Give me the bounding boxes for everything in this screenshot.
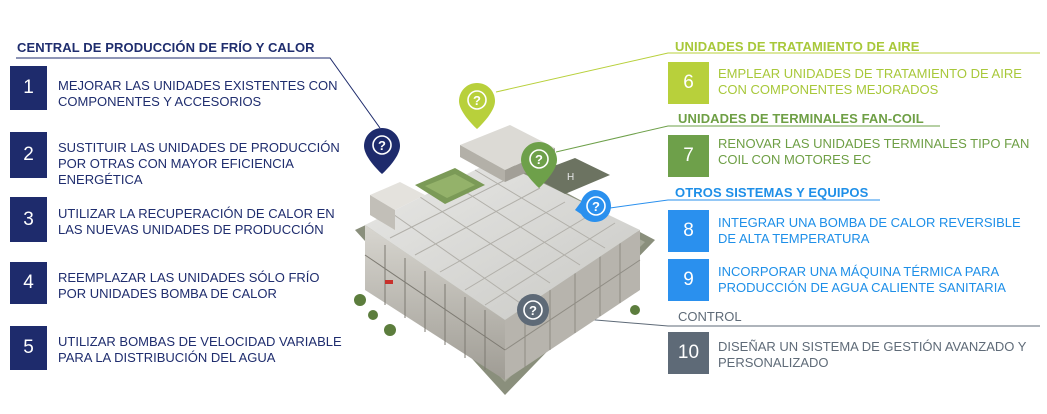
item-4-text: REEMPLAZAR LAS UNIDADES SÓLO FRÍO POR UN…	[58, 270, 320, 301]
svg-text:?: ?	[529, 303, 537, 318]
item-10-text: DISEÑAR UN SISTEMA DE GESTIÓN AVANZADO Y…	[718, 339, 1027, 370]
navy-pin[interactable]: ?	[364, 128, 400, 174]
svg-text:H: H	[567, 172, 574, 183]
item-9-number: 9	[668, 259, 709, 301]
item-1-number: 1	[10, 66, 47, 110]
grey-pin[interactable]: ?	[516, 293, 550, 327]
item-6-text: EMPLEAR UNIDADES DE TRATAMIENTO DE AIRE …	[718, 66, 1022, 97]
item-4-number: 4	[10, 262, 47, 304]
item-3-number: 3	[10, 197, 47, 242]
item-5-number: 5	[10, 326, 47, 370]
item-3-text: UTILIZAR LA RECUPERACIÓN DE CALOR EN LAS…	[58, 206, 335, 237]
lime-pin[interactable]: ?	[459, 83, 495, 129]
question-icon: ?	[467, 90, 487, 110]
item-7-number: 7	[668, 135, 709, 177]
control-section-title: CONTROL	[678, 309, 742, 324]
green-pin[interactable]: ?	[521, 142, 557, 188]
building-illustration: H	[354, 125, 655, 395]
item-8-text: INTEGRAR UNA BOMBA DE CALOR REVERSIBLE D…	[718, 215, 1021, 246]
item-1-text: MEJORAR LAS UNIDADES EXISTENTES CON COMP…	[58, 78, 338, 109]
svg-text:?: ?	[535, 152, 543, 167]
item-5-text: UTILIZAR BOMBAS DE VELOCIDAD VARIABLE PA…	[58, 334, 342, 365]
question-icon: ?	[586, 196, 606, 216]
item-2-number: 2	[10, 132, 47, 178]
blue-pin[interactable]: ?	[575, 188, 613, 228]
item-10-number: 10	[668, 332, 709, 374]
item-6-number: 6	[668, 62, 709, 104]
item-8-number: 8	[668, 210, 709, 252]
svg-text:?: ?	[592, 199, 600, 214]
svg-text:?: ?	[378, 138, 386, 153]
left-section-title: CENTRAL DE PRODUCCIÓN DE FRÍO Y CALOR	[17, 40, 315, 55]
question-icon: ?	[372, 135, 392, 155]
svg-text:?: ?	[473, 93, 481, 108]
other-section-title: OTROS SISTEMAS Y EQUIPOS	[675, 185, 869, 200]
air-section-title: UNIDADES DE TRATAMIENTO DE AIRE	[675, 39, 920, 54]
question-icon: ?	[523, 300, 543, 320]
question-icon: ?	[529, 149, 549, 169]
item-9-text: INCORPORAR UNA MÁQUINA TÉRMICA PARA PROD…	[718, 264, 1006, 295]
item-7-text: RENOVAR LAS UNIDADES TERMINALES TIPO FAN…	[718, 136, 1030, 167]
item-2-text: SUSTITUIR LAS UNIDADES DE PRODUCCIÓN POR…	[58, 140, 340, 187]
fancoil-section-title: UNIDADES DE TERMINALES FAN-COIL	[678, 111, 924, 126]
